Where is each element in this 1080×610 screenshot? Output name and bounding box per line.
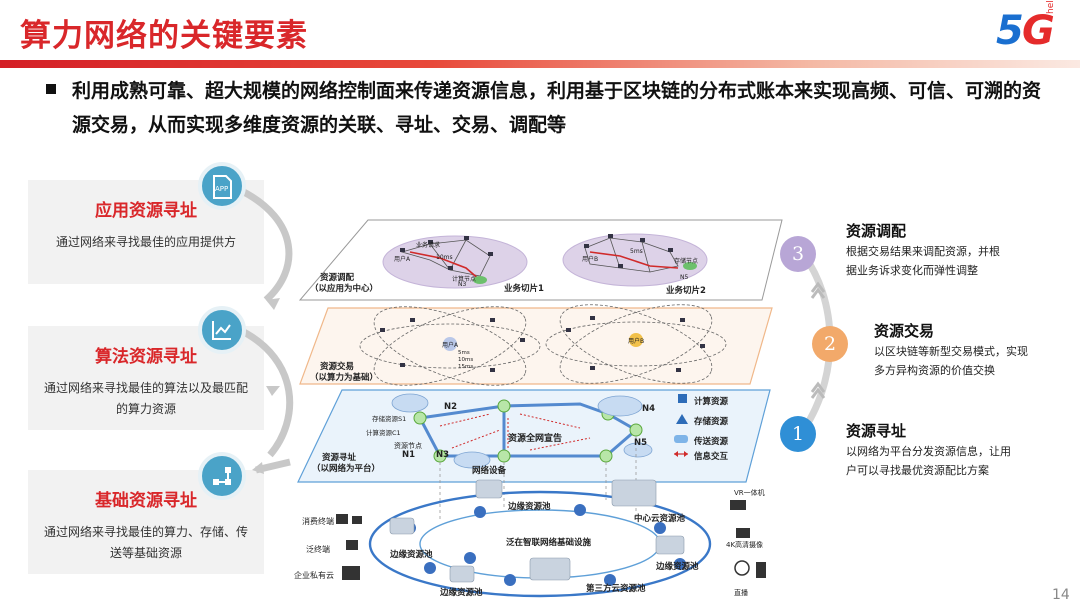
slice2-n5: N5	[680, 274, 689, 281]
step-3-desc: 根据交易结果来调配资源，并根 据业务诉求变化而弹性调整	[846, 242, 1000, 280]
legend-storage: 存储资源	[694, 417, 729, 427]
legend-transport: 传送资源	[694, 437, 729, 447]
intro-text: 利用成熟可靠、超大规模的网络控制面来传递资源信息，利用基于区块链的分布式账本来实…	[72, 80, 1042, 136]
layer2-lat-1: 5ms	[458, 350, 470, 356]
card-app-addressing: 应用资源寻址 通过网络来寻找最佳的应用提供方	[28, 180, 264, 284]
page-title: 算力网络的关键要素	[20, 18, 308, 54]
step-3-desc-line1: 根据交易结果来调配资源，并根	[846, 245, 1000, 258]
node-n5: N5	[634, 438, 648, 448]
step-3-circle: 3	[780, 236, 816, 272]
card-title: 应用资源寻址	[95, 201, 197, 221]
computing-network-diagram: 资源调配 （以应用为中心） 业务切片1 业务切片2 业务请求 用户A 10ms …	[290, 218, 790, 610]
slice1-node: 计算节点	[452, 276, 477, 283]
card-desc: 通过网络来寻找最佳的应用提供方	[55, 235, 236, 249]
step-2-desc-line2: 多方异构资源的价值交换	[874, 364, 995, 377]
step-1-desc-line1: 以网络为平台分发资源信息，让用	[846, 445, 1011, 458]
center-announce: 资源全网宣告	[508, 434, 563, 444]
step-3-title: 资源调配	[846, 222, 907, 240]
node-n1: N1	[402, 450, 416, 460]
res-compute: 计算资源C1	[366, 429, 401, 437]
pool-third: 第三方云资源池	[586, 584, 646, 594]
slice2-user: 用户B	[582, 256, 599, 263]
pool-edge-right: 边缘资源池	[656, 562, 699, 572]
node-n4: N4	[642, 404, 656, 414]
layer2-label-1: 资源交易	[320, 362, 355, 372]
card-title: 算法资源寻址	[95, 347, 197, 367]
terminal-enterprise: 企业私有云	[294, 571, 334, 580]
step-1-circle: 1	[780, 416, 816, 452]
pool-edge-bottom: 边缘资源池	[440, 588, 483, 598]
terminal-general: 泛终端	[306, 545, 330, 554]
device-vr: VR一体机	[734, 489, 765, 497]
node-n2: N2	[444, 402, 458, 412]
step-1-desc: 以网络为平台分发资源信息，让用 户可以寻找最优资源配比方案	[846, 442, 1011, 480]
title-divider	[0, 60, 1080, 68]
legend-info: 信息交互	[694, 452, 729, 462]
slice2-node: 存储节点	[674, 258, 699, 265]
slice2-label: 业务切片2	[666, 286, 706, 296]
step-2-title: 资源交易	[874, 322, 935, 340]
layer1-label-1: 资源寻址	[322, 453, 357, 463]
infra-label: 泛在智联网络基础设施	[506, 538, 592, 548]
diagram-graphics	[297, 219, 783, 598]
layer3-label-1: 资源调配	[320, 273, 355, 283]
slice1-lat: 10ms	[436, 254, 453, 261]
slice1-label: 业务切片1	[504, 284, 544, 294]
pool-center: 中心云资源池	[634, 514, 686, 524]
network-device: 网络设备	[472, 466, 507, 476]
pool-edge-left: 边缘资源池	[390, 550, 433, 560]
card-desc: 通过网络来寻找最佳的算力、存储、传送等基础资源	[44, 525, 249, 560]
res-storage: 存储资源S1	[372, 415, 407, 423]
layer2-user-b: 用户B	[628, 338, 645, 345]
step-3-desc-line2: 据业务诉求变化而弹性调整	[846, 264, 978, 277]
slice1-req: 业务请求	[416, 242, 441, 249]
layer2-lat-2: 10ms	[458, 357, 474, 363]
step-1-desc-line2: 户可以寻找最优资源配比方案	[846, 464, 989, 477]
node-n3: N3	[436, 450, 450, 460]
bullet-marker	[46, 84, 56, 94]
card-title: 基础资源寻址	[95, 491, 197, 511]
slice1-n3: N3	[458, 281, 467, 288]
pool-edge-top: 边缘资源池	[508, 502, 551, 512]
card-desc: 通过网络来寻找最佳的算法以及最匹配的算力资源	[44, 381, 249, 416]
step-2-desc-line1: 以区块链等新型交易模式，实现	[874, 345, 1028, 358]
layer2-label-2: （以算力为基础）	[310, 373, 379, 383]
slice2-lat: 5ms	[630, 248, 643, 255]
legend-compute: 计算资源	[694, 397, 729, 407]
page-number: 14	[1052, 587, 1070, 603]
step-1-title: 资源寻址	[846, 422, 907, 440]
layer2-user-a: 用户A	[442, 342, 459, 349]
layer3-label-2: （以应用为中心）	[310, 284, 379, 294]
step-2-circle: 2	[812, 326, 848, 362]
brand-logo: 5 G hello	[996, 0, 1068, 58]
svg-text:APP: APP	[215, 185, 228, 193]
chart-icon	[198, 306, 246, 354]
device-live: 直播	[734, 589, 748, 597]
res-node: 资源节点	[394, 442, 422, 450]
network-icon	[198, 452, 246, 500]
app-icon: APP	[198, 162, 246, 210]
slice1-user: 用户A	[394, 256, 411, 263]
layer-trading	[299, 307, 773, 385]
logo-5: 5	[996, 8, 1024, 54]
layer2-lat-3: 15ms	[458, 364, 474, 370]
step-2-desc: 以区块链等新型交易模式，实现 多方异构资源的价值交换	[874, 342, 1028, 380]
logo-g: G	[1022, 8, 1055, 54]
device-camera: 4K高清摄像	[726, 541, 764, 549]
layer1-label-2: （以网络为平台）	[312, 464, 381, 474]
terminal-consumer: 消费终端	[302, 517, 334, 526]
